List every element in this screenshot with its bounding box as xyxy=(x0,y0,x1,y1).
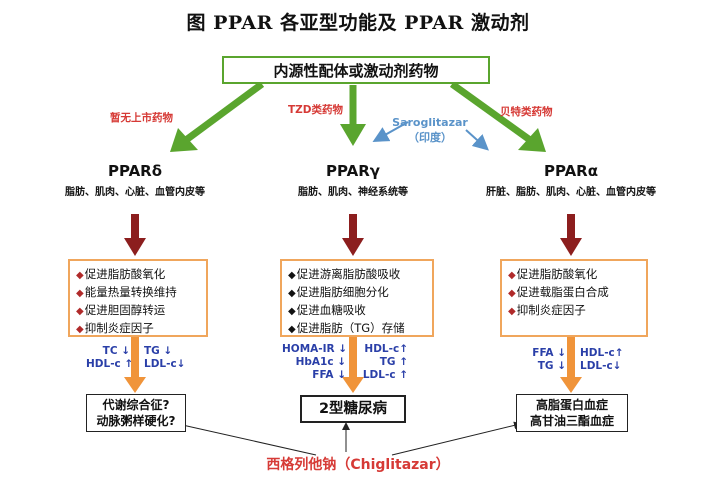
effect-item: ◆促进载脂蛋白合成 xyxy=(508,285,609,299)
diamond-bullet-icon: ◆ xyxy=(508,288,516,299)
chiglitazar-label: 西格列他钠（Chiglitazar） xyxy=(266,457,450,473)
diamond-bullet-icon: ◆ xyxy=(76,288,84,299)
effect-item: ◆促进脂肪（TG）存储 xyxy=(288,321,405,335)
markers-gamma-left: HOMA-IR ↓ HbA1c ↓ FFA ↓ xyxy=(282,343,348,382)
ppar-gamma-tissues: 脂肪、肌肉、神经系统等 xyxy=(298,187,408,198)
disease-box-alpha: 高脂蛋白血症 高甘油三酯血症 xyxy=(516,394,628,432)
marker-text: HDL-c ↑ xyxy=(86,358,134,370)
diamond-bullet-icon: ◆ xyxy=(288,306,296,317)
disease-text: 高脂蛋白血症 xyxy=(535,398,608,412)
drug-label-alpha: 贝特类药物 xyxy=(500,106,553,118)
diamond-bullet-icon: ◆ xyxy=(508,306,516,317)
diamond-bullet-icon: ◆ xyxy=(288,270,296,281)
marker-text: HOMA-IR ↓ xyxy=(282,343,348,355)
markers-delta-left: TC ↓ HDL-c ↑ xyxy=(86,345,134,371)
drug-label-gamma: TZD类药物 xyxy=(288,104,343,116)
marker-text: TG ↑ xyxy=(379,356,408,368)
disease-text: 高甘油三酯血症 xyxy=(529,414,614,428)
chiglitazar-arrows xyxy=(176,421,522,456)
markers-alpha-left: FFA ↓ TG ↓ xyxy=(522,347,566,373)
ppar-alpha-tissues: 肝脏、脂肪、肌肉、心脏、血管内皮等 xyxy=(486,187,656,198)
disease-box-delta: 代谢综合征? 动脉粥样硬化? xyxy=(86,394,186,432)
diamond-bullet-icon: ◆ xyxy=(76,270,84,281)
diamond-bullet-icon: ◆ xyxy=(288,324,296,335)
dark-red-arrow-left xyxy=(124,214,146,256)
ppar-delta-tissues: 脂肪、肌肉、心脏、血管内皮等 xyxy=(65,187,205,198)
dark-red-arrow-right xyxy=(560,214,582,256)
ppar-delta-name: PPARδ xyxy=(107,162,163,180)
effect-item: ◆促进游离脂肪酸吸收 xyxy=(288,267,401,281)
green-arrow-middle xyxy=(340,85,366,146)
saroglitazar-name: Saroglitazar xyxy=(392,116,468,129)
marker-text: TG ↓ xyxy=(144,345,173,357)
orange-arrow-left xyxy=(124,337,146,393)
effect-item: ◆促进血糖吸收 xyxy=(288,303,366,317)
marker-text: FFA ↓ xyxy=(312,369,346,381)
green-arrow-left xyxy=(170,81,265,152)
effect-item: ◆抑制炎症因子 xyxy=(508,303,586,317)
effect-box-delta: ◆促进脂肪酸氧化 ◆能量热量转换维持 ◆促进胆固醇转运 ◆抑制炎症因子 xyxy=(68,259,208,337)
diamond-bullet-icon: ◆ xyxy=(288,288,296,299)
saroglitazar-arrow-left xyxy=(372,121,409,142)
effect-item: ◆促进脂肪酸氧化 xyxy=(508,267,598,281)
drug-label-saroglitazar: Saroglitazar （印度） xyxy=(390,115,470,145)
effect-item: ◆抑制炎症因子 xyxy=(76,321,154,335)
effect-item: ◆能量热量转换维持 xyxy=(76,285,177,299)
effect-item: ◆促进脂肪酸氧化 xyxy=(76,267,166,281)
drug-label-delta: 暂无上市药物 xyxy=(110,112,173,124)
marker-text: LDL-c↓ xyxy=(144,358,186,370)
saroglitazar-arrow-right xyxy=(465,129,489,151)
diamond-bullet-icon: ◆ xyxy=(76,306,84,317)
ppar-gamma-name: PPARγ xyxy=(326,162,380,180)
marker-text: FFA ↓ xyxy=(532,347,566,359)
saroglitazar-origin: （印度） xyxy=(408,131,452,144)
endogenous-ligand-box: 内源性配体或激动剂药物 xyxy=(222,56,490,84)
disease-text: 2型糖尿病 xyxy=(318,401,388,417)
figure-title: 图 PPAR 各亚型功能及 PPAR 激动剂 xyxy=(186,12,530,34)
diamond-bullet-icon: ◆ xyxy=(508,270,516,281)
marker-text: LDL-c↓ xyxy=(580,360,622,372)
marker-text: HDL-c↑ xyxy=(364,343,408,355)
orange-arrow-right xyxy=(560,337,582,393)
dark-red-arrow-middle xyxy=(342,214,364,256)
marker-text: HbA1c ↓ xyxy=(295,356,346,368)
disease-text: 代谢综合征? xyxy=(102,398,170,412)
effect-item: ◆促进胆固醇转运 xyxy=(76,303,166,317)
disease-box-gamma: 2型糖尿病 xyxy=(300,395,406,423)
effect-item: ◆促进脂肪细胞分化 xyxy=(288,285,389,299)
marker-text: TC ↓ xyxy=(102,345,130,357)
markers-gamma-right: HDL-c↑ TG ↑ LDL-c ↑ xyxy=(362,343,408,382)
effect-box-gamma: ◆促进游离脂肪酸吸收 ◆促进脂肪细胞分化 ◆促进血糖吸收 ◆促进脂肪（TG）存储 xyxy=(280,259,434,337)
marker-text: LDL-c ↑ xyxy=(362,369,408,381)
effect-box-alpha: ◆促进脂肪酸氧化 ◆促进载脂蛋白合成 ◆抑制炎症因子 xyxy=(500,259,648,337)
diamond-bullet-icon: ◆ xyxy=(76,324,84,335)
orange-arrow-middle xyxy=(342,337,364,393)
green-arrow-right xyxy=(449,81,546,152)
ppar-alpha-name: PPARα xyxy=(543,162,599,180)
markers-alpha-right: HDL-c↑ LDL-c↓ xyxy=(580,347,624,373)
marker-text: HDL-c↑ xyxy=(580,347,624,359)
marker-text: TG ↓ xyxy=(537,360,566,372)
markers-delta-right: TG ↓ LDL-c↓ xyxy=(144,345,185,371)
disease-text: 动脉粥样硬化? xyxy=(96,414,176,428)
